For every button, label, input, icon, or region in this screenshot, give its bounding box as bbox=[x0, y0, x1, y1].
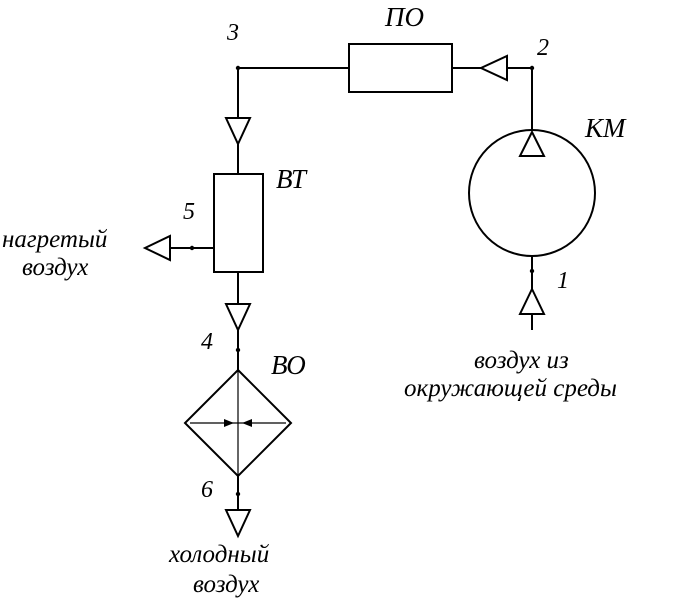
node-4-dot bbox=[235, 347, 241, 353]
caption-ambient-air-line1: воздух из bbox=[474, 347, 569, 374]
caption-ambient-air-line2: окружающей среды bbox=[404, 375, 617, 402]
label-km: КМ bbox=[584, 113, 627, 143]
node-1-dot bbox=[529, 268, 535, 274]
label-vt: ВТ bbox=[276, 164, 308, 194]
node-label-3: 3 bbox=[226, 20, 239, 46]
hot-air-arrow bbox=[142, 234, 171, 262]
node-label-2: 2 bbox=[537, 35, 549, 61]
air-cooler-arrow-left bbox=[224, 419, 234, 427]
inlet-arrow bbox=[518, 286, 546, 315]
caption-heated-air-line2: воздух bbox=[22, 254, 88, 281]
node-5-dot bbox=[189, 245, 195, 251]
node-label-4: 4 bbox=[201, 329, 213, 355]
cold-air-arrow bbox=[224, 509, 252, 539]
arrow-to-4 bbox=[224, 303, 252, 333]
caption-cold-air-line1: холодный bbox=[168, 541, 270, 568]
precooler-box bbox=[348, 43, 453, 93]
vortex-tube-box bbox=[213, 173, 264, 273]
node-label-6: 6 bbox=[201, 477, 213, 503]
air-cooler-arrow-right bbox=[242, 419, 252, 427]
node-label-5: 5 bbox=[183, 199, 195, 225]
caption-heated-air-line1: нагретый bbox=[2, 226, 108, 253]
caption-cold-air-line2: воздух bbox=[193, 571, 259, 598]
node-label-1: 1 bbox=[557, 268, 569, 294]
label-vo: ВО bbox=[271, 350, 306, 380]
arrow-to-vt bbox=[224, 117, 252, 147]
node-6-dot bbox=[235, 491, 241, 497]
compressor-outlet-arrow bbox=[518, 129, 546, 157]
label-po: ПО bbox=[384, 2, 424, 32]
arrow-to-po bbox=[478, 54, 508, 82]
